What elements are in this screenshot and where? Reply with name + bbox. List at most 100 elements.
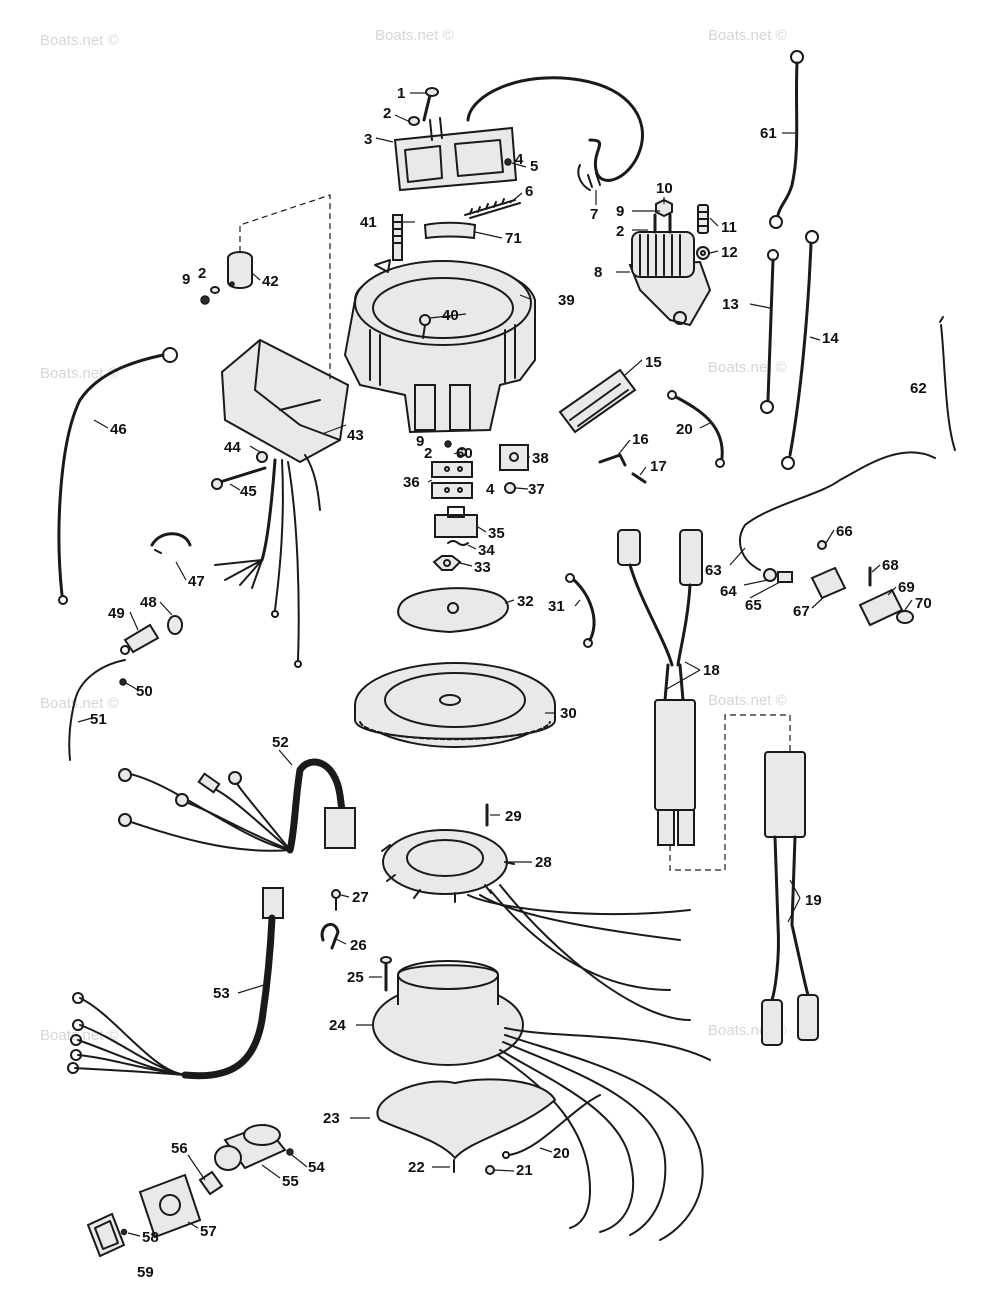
callout-4-center: 4: [486, 481, 495, 498]
callout-52: 52: [272, 734, 289, 751]
watermark: Boats.net ©: [708, 27, 787, 44]
part-27-screw: [331, 889, 341, 911]
callout-12: 12: [721, 244, 738, 261]
watermark: Boats.net ©: [708, 359, 787, 376]
part-36-insulators: [431, 461, 473, 499]
callout-4: 4: [515, 151, 524, 168]
callout-46: 46: [110, 421, 127, 438]
part-20-lead: [667, 390, 725, 468]
callout-23: 23: [323, 1110, 340, 1127]
callout-31: 31: [548, 598, 565, 615]
part-58-screw: [120, 1228, 128, 1236]
callout-3: 3: [364, 131, 372, 148]
part-45-screw: [211, 466, 267, 490]
part-59-plate: [86, 1212, 126, 1258]
part-2-washer: [408, 116, 420, 126]
callout-60: 60: [456, 445, 473, 462]
part-15-cover: [558, 368, 637, 434]
callout-68: 68: [882, 557, 899, 574]
callout-15: 15: [645, 354, 662, 371]
callout-30: 30: [560, 705, 577, 722]
part-18-battery-cables: [617, 529, 703, 846]
callout-27: 27: [352, 889, 369, 906]
callout-32: 32: [517, 593, 534, 610]
callout-21: 21: [516, 1162, 533, 1179]
callout-59: 59: [137, 1264, 154, 1281]
callout-63: 63: [705, 562, 722, 579]
callout-71: 71: [505, 230, 522, 247]
watermark: Boats.net ©: [708, 692, 787, 709]
callout-13: 13: [722, 296, 739, 313]
callout-65: 65: [745, 597, 762, 614]
callout-67: 67: [793, 603, 810, 620]
part-56-key: [198, 1170, 224, 1196]
part-17-screw: [631, 472, 647, 484]
part-14-cable: [781, 230, 819, 470]
callout-47: 47: [188, 573, 205, 590]
callout-16: 16: [632, 431, 649, 448]
part-31-lead: [565, 573, 596, 648]
callout-6: 6: [525, 183, 533, 200]
callout-14: 14: [822, 330, 839, 347]
part-12-washer: [696, 246, 710, 260]
callout-25: 25: [347, 969, 364, 986]
part-25-screw: [380, 956, 392, 992]
callout-64: 64: [720, 583, 737, 600]
callout-28: 28: [535, 854, 552, 871]
cable-connection-dashes: [669, 714, 791, 871]
callout-2-center: 2: [424, 445, 432, 462]
part-41-bolt: [392, 214, 403, 261]
part-23-bracket: [376, 1078, 557, 1160]
callout-70: 70: [915, 595, 932, 612]
watermark: Boats.net ©: [40, 32, 119, 49]
part-38-terminal-block: [499, 444, 529, 471]
callout-57: 57: [200, 1223, 217, 1240]
callout-35: 35: [488, 525, 505, 542]
callout-53: 53: [213, 985, 230, 1002]
callout-51: 51: [90, 711, 107, 728]
callout-2-coil: 2: [198, 265, 206, 282]
part-16-clip: [598, 453, 627, 467]
part-67-sender: [810, 566, 847, 600]
callout-2: 2: [383, 105, 391, 122]
callout-19: 19: [805, 892, 822, 909]
part-7-lead-wire: [466, 76, 644, 191]
watermark: Boats.net ©: [375, 27, 454, 44]
part-48-cap: [167, 615, 183, 635]
part-69-70-switch: [858, 588, 914, 627]
callout-9-center: 9: [416, 433, 424, 450]
part-28-stator: [381, 829, 691, 1021]
callout-54: 54: [308, 1159, 325, 1176]
part-43-power-pack: [220, 338, 350, 464]
part-37-screw: [504, 482, 516, 494]
watermark: Boats.net ©: [40, 695, 119, 712]
callout-22: 22: [408, 1159, 425, 1176]
watermark: Boats.net ©: [40, 365, 119, 382]
part-3-rectifier-bracket: [393, 117, 518, 192]
part-34-spring: [447, 540, 469, 546]
callout-41: 41: [360, 214, 377, 231]
callout-34: 34: [478, 542, 495, 559]
callout-5: 5: [530, 158, 538, 175]
part-55-ignition-switch: [214, 1123, 287, 1171]
part-24-sensor-coil: [372, 960, 711, 1241]
part-66-screw: [817, 540, 827, 550]
callout-9-coil: 9: [182, 271, 190, 288]
part-51-lead: [68, 659, 126, 761]
part-49-connector: [120, 623, 160, 655]
callout-40: 40: [442, 307, 459, 324]
part-32-timer-base: [397, 587, 509, 634]
leader-lines: [77, 92, 913, 1237]
callout-36: 36: [403, 474, 420, 491]
callout-24: 24: [329, 1017, 346, 1034]
callout-2-solenoid: 2: [616, 223, 624, 240]
part-39-armature-plate: [343, 259, 536, 434]
part-1-screw: [422, 87, 439, 122]
part-35-block: [434, 506, 478, 538]
part-46-ground-wire: [57, 347, 178, 605]
callout-33: 33: [474, 559, 491, 576]
part-62-lead: [939, 316, 956, 451]
part-5-screw: [504, 158, 512, 166]
